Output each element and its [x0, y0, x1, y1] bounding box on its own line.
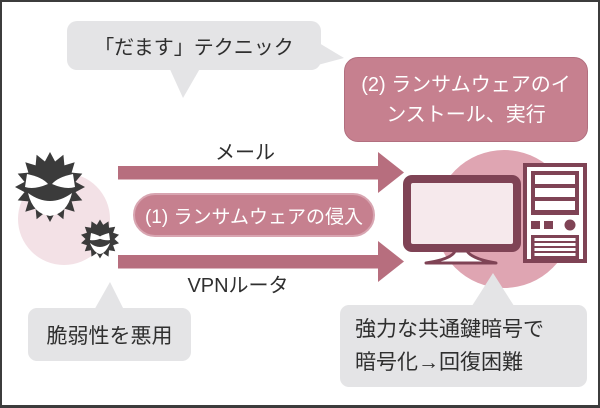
attack-route-arrows: [118, 152, 404, 282]
mail-arrow-icon: [118, 152, 404, 193]
technique-bubble-tail-down-icon: [168, 65, 202, 98]
technique-bubble-label: 「だます」テクニック: [94, 37, 294, 59]
small-virus-icon: [81, 219, 119, 259]
vpn-route-label: VPNルータ: [187, 275, 289, 297]
encryption-speech-bubble: 強力な共通鍵暗号で 暗号化→回復困難: [340, 305, 587, 387]
step2-box: (2) ランサムウェアのイ ンストール、実行: [344, 57, 588, 142]
mail-route-label: メール: [215, 142, 275, 164]
encryption-bubble-line1: 強力な共通鍵暗号で: [355, 318, 544, 341]
desktop-computer-icon: [403, 150, 587, 288]
encryption-bubble-line2: 暗号化→回復困難: [355, 351, 523, 374]
encryption-bubble-tail-up-icon: [470, 273, 516, 309]
big-virus-icon: [15, 152, 85, 222]
step1-label: (1) ランサムウェアの侵入: [144, 206, 364, 228]
technique-bubble-tail-right-icon: [314, 40, 344, 66]
vpn-arrow-icon: [118, 241, 404, 282]
technique-speech-bubble: 「だます」テクニック: [67, 21, 321, 70]
step1-box: (1) ランサムウェアの侵入: [133, 193, 375, 237]
vulnerability-bubble-label: 脆弱性を悪用: [46, 324, 173, 348]
monitor-icon: [403, 175, 521, 265]
vulnerability-bubble-tail-up-icon: [93, 282, 125, 312]
malware-virus-icon: [15, 152, 119, 265]
step2-line1: (2) ランサムウェアのイ: [361, 74, 571, 96]
tower-pc-icon: [523, 163, 587, 263]
step2-line2: ンストール、実行: [386, 104, 546, 126]
vulnerability-speech-bubble: 脆弱性を悪用: [28, 308, 191, 361]
